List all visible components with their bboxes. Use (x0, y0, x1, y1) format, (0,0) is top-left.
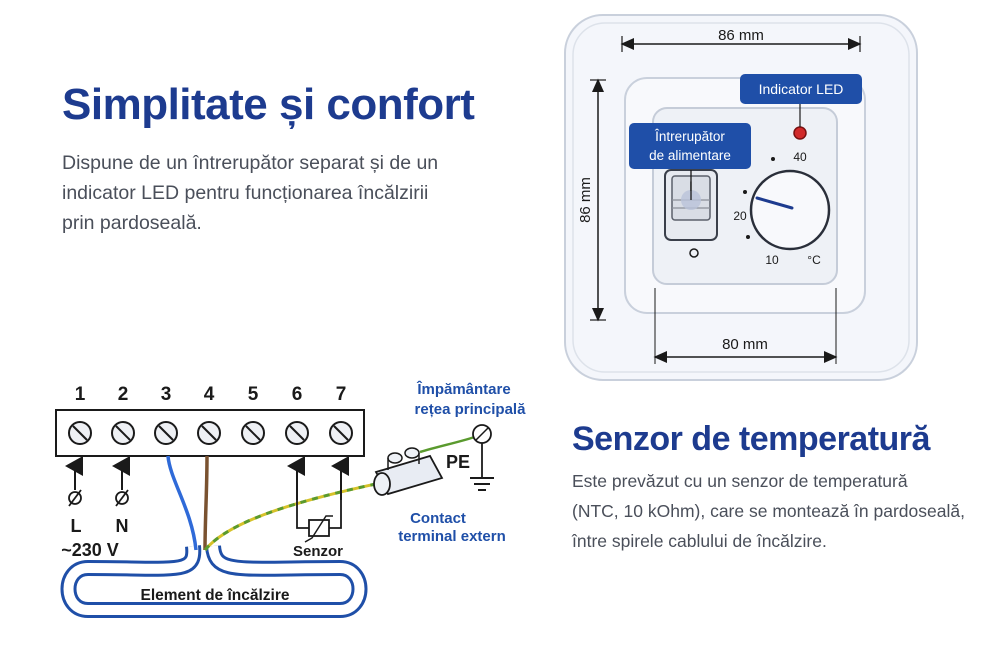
terminal-number-2: 2 (118, 384, 129, 405)
label-width-inner: 80 mm (722, 336, 768, 353)
simplicity-text: Dispune de un întrerupător separat și de… (62, 148, 438, 238)
scale-unit: °C (807, 253, 821, 267)
wire-brown (203, 455, 209, 551)
label-n: N (116, 516, 129, 536)
simplicity-line-2: indicator LED pentru funcționarea încălz… (62, 182, 429, 204)
sensor-line-2: (NTC, 10 kOhm), care se montează în pard… (572, 501, 965, 521)
simplicity-line-1: Dispune de un întrerupător separat și de… (62, 152, 439, 174)
label-pe: PE (446, 452, 470, 472)
terminal-number-4: 4 (204, 384, 215, 405)
switch-callout-text-2: de alimentare (649, 148, 731, 163)
label-ground-1: Împământare (416, 380, 510, 398)
wiring-diagram: 1 2 3 4 5 6 7 L N ~230 V Element de încă… (55, 380, 527, 618)
terminal-number-6: 6 (292, 384, 303, 405)
label-contact-2: terminal extern (398, 528, 506, 545)
scale-20: 20 (733, 209, 747, 223)
scale-40: 40 (793, 150, 807, 164)
label-height-outer: 86 mm (577, 177, 594, 223)
dial-pointer (755, 196, 794, 210)
led-indicator (793, 126, 807, 140)
sensor-text: Este prevăzut cu un senzor de temperatur… (572, 466, 965, 556)
temperature-dial (749, 169, 831, 251)
label-l: L (71, 516, 82, 536)
sensor-line-1: Este prevăzut cu un senzor de temperatur… (572, 471, 908, 491)
wire-blue (166, 455, 198, 551)
switch-callout-text-1: Întrerupător (654, 129, 725, 144)
label-width-outer: 86 mm (718, 27, 764, 44)
label-contact-1: Contact (410, 510, 466, 527)
terminal-number-1: 1 (75, 384, 86, 405)
label-heating-element: Element de încălzire (140, 587, 289, 604)
label-ground-2: rețea principală (415, 401, 527, 418)
sensor-line-3: între spirele cablului de încălzire. (572, 531, 827, 551)
terminal-number-5: 5 (248, 384, 259, 405)
switch-callout (629, 123, 751, 169)
scale-10: 10 (765, 253, 779, 267)
led-callout-text: Indicator LED (759, 81, 844, 97)
label-sensor: Senzor (293, 543, 343, 560)
terminal-number-3: 3 (161, 384, 172, 405)
switch-off-mark (689, 248, 699, 258)
title-simplicity: Simplitate și confort (62, 80, 475, 129)
led-callout (740, 74, 862, 104)
label-voltage: ~230 V (61, 540, 119, 560)
wire-earth (203, 480, 386, 551)
simplicity-line-3: prin pardoseală. (62, 212, 202, 234)
terminal-number-7: 7 (336, 384, 347, 405)
title-sensor: Senzor de temperatură (572, 420, 930, 458)
